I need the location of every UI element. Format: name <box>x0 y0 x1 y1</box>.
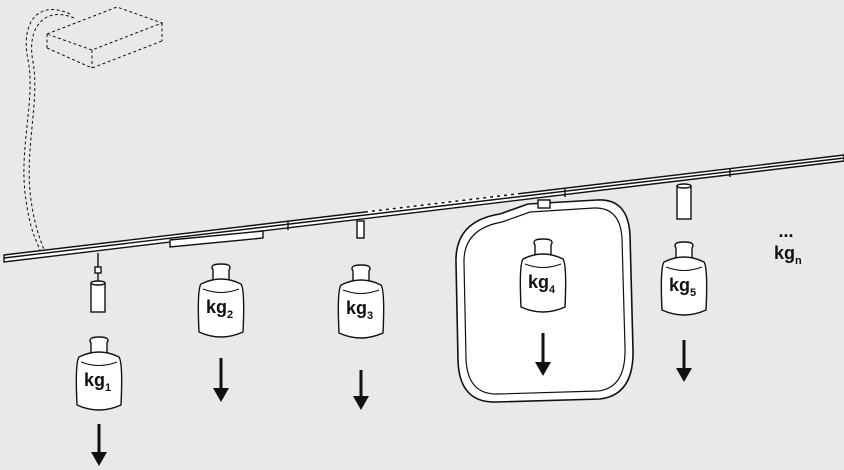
continuation-unit-kg: kg <box>774 243 795 263</box>
weight-handle <box>351 264 371 283</box>
track-rail <box>3 154 844 263</box>
weight-unit: kg <box>669 275 690 295</box>
spot-light-large <box>676 183 692 220</box>
load-arrow <box>535 333 551 376</box>
weight-rim <box>342 289 380 294</box>
load-arrow <box>213 358 229 402</box>
weight-label: kg5 <box>669 275 696 299</box>
load-arrow <box>91 424 107 466</box>
weight-label: kg3 <box>346 298 373 322</box>
weight-handle <box>211 263 231 282</box>
weight-label: kg1 <box>84 370 111 394</box>
weight-body <box>519 253 567 313</box>
weight-rim <box>202 288 240 293</box>
linear-light <box>169 230 264 248</box>
load-arrow <box>676 340 692 382</box>
weight-subscript: 4 <box>549 284 556 296</box>
weight-1: kg1 <box>75 336 123 466</box>
weight-rim <box>524 263 562 268</box>
load-arrow <box>353 370 369 410</box>
weight-2: kg2 <box>197 263 245 402</box>
continuation-unit: kgn <box>774 243 802 267</box>
weight-unit: kg <box>84 370 105 390</box>
weight-label: kg4 <box>528 272 556 296</box>
weight-handle <box>674 241 694 260</box>
weight-body <box>197 278 245 338</box>
pendant-light <box>90 253 106 313</box>
weight-rim <box>665 266 703 271</box>
weight-unit: kg <box>528 272 549 292</box>
weight-rim <box>80 361 118 366</box>
weight-subscript: 3 <box>367 310 373 322</box>
continuation-label: ... kgn <box>774 221 802 267</box>
driver-box <box>45 6 164 69</box>
weight-4: kg4 <box>519 238 567 376</box>
continuation-subscript: n <box>795 255 802 267</box>
weight-5: kg5 <box>660 241 708 382</box>
weight-handle <box>89 336 109 355</box>
weight-unit: kg <box>346 298 367 318</box>
continuation-ellipsis: ... <box>778 221 793 241</box>
spot-light <box>356 220 365 239</box>
weight-body <box>660 256 708 316</box>
weight-3: kg3 <box>337 264 385 410</box>
weight-handle <box>533 238 553 257</box>
power-cable <box>23 9 75 251</box>
weight-subscript: 1 <box>105 382 111 394</box>
weight-label: kg2 <box>206 297 233 321</box>
weight-unit: kg <box>206 297 227 317</box>
weight-subscript: 5 <box>690 287 696 299</box>
weight-body <box>75 351 123 411</box>
weight-body <box>337 279 385 339</box>
weight-subscript: 2 <box>227 309 233 321</box>
